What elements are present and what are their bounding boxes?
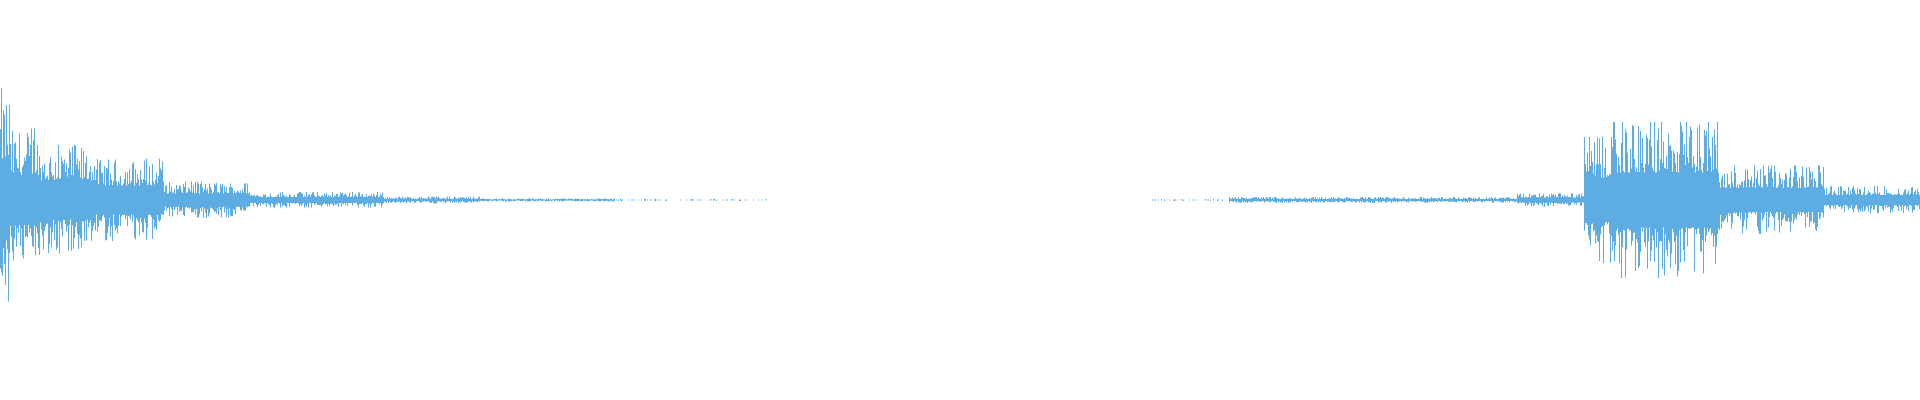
waveform-trace	[0, 87, 1920, 302]
